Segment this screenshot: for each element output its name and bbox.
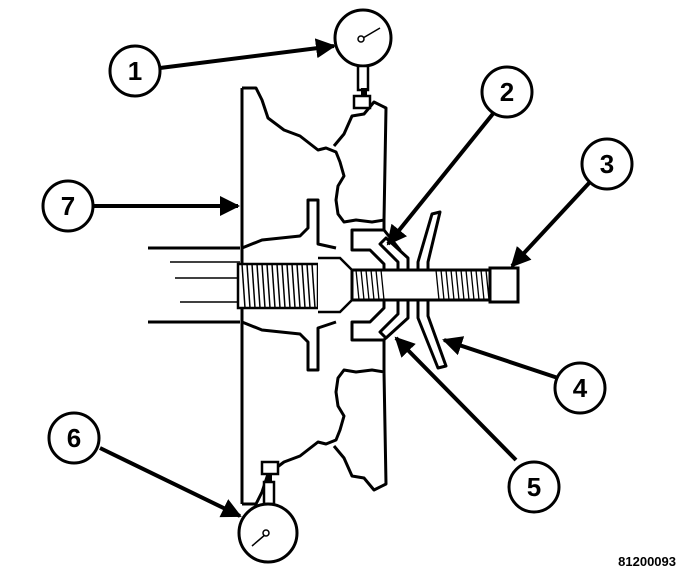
hub-thread-line	[281, 263, 286, 309]
hub-thread-line	[241, 263, 246, 309]
bolt-thread-line	[465, 269, 470, 301]
bolt-thread-line	[365, 269, 370, 301]
callout-6: 6	[47, 411, 101, 465]
hub-thread-line	[311, 263, 316, 309]
bolt-thread-line	[460, 269, 465, 301]
hub-thread-line	[266, 263, 271, 309]
bolt-threads	[355, 269, 490, 301]
callout-1: 1	[108, 44, 162, 98]
callout-5: 5	[507, 460, 561, 514]
bolt-thread-line	[450, 269, 455, 301]
bolt-thread-line	[485, 269, 490, 301]
hub-thread-line	[276, 263, 281, 309]
callout-4-label: 4	[573, 373, 588, 403]
hub-flange	[241, 198, 337, 372]
leader-1	[159, 38, 336, 70]
hub-thread-line	[286, 263, 291, 309]
bolt-thread-line	[370, 269, 375, 301]
leader-4	[442, 336, 559, 380]
leader-3	[510, 180, 592, 268]
hub-thread-line	[251, 263, 256, 309]
hub-thread-line	[296, 263, 301, 309]
bolt-thread-line	[470, 269, 475, 301]
callout-1-label: 1	[128, 56, 142, 86]
callout-7-label: 7	[61, 191, 75, 221]
bolt-thread-line	[455, 269, 460, 301]
hub-threads	[236, 256, 354, 314]
leader-6	[99, 446, 242, 518]
callout-4: 4	[553, 361, 607, 415]
callout-2: 2	[480, 65, 534, 119]
callout-2-label: 2	[500, 77, 514, 107]
bolt-thread-line	[375, 269, 380, 301]
callout-5-label: 5	[527, 472, 541, 502]
hub-thread-line	[246, 263, 251, 309]
dial-indicator-bottom	[237, 460, 299, 564]
callout-3-label: 3	[600, 149, 614, 179]
bolt-thread-line	[435, 269, 440, 301]
leader-5	[394, 336, 518, 462]
leader-lines	[94, 38, 592, 518]
bolt-thread-line	[380, 269, 385, 301]
hub-thread-line	[301, 263, 306, 309]
callout-6-label: 6	[67, 423, 81, 453]
bolt-thread-line	[445, 269, 450, 301]
bolt-thread-line	[360, 269, 365, 301]
dial-indicator-top	[333, 8, 393, 110]
bolt-thread-line	[475, 269, 480, 301]
callout-3: 3	[580, 137, 634, 191]
bolt-thread-line	[440, 269, 445, 301]
callout-7: 7	[41, 179, 95, 233]
axle-shaft	[148, 246, 240, 324]
figure-id: 81200093	[618, 554, 676, 569]
bolt-thread-line	[480, 269, 485, 301]
leader-2	[386, 108, 498, 246]
hub-thread-line	[261, 263, 266, 309]
hub-thread-line	[271, 263, 276, 309]
hub-thread-line	[291, 263, 296, 309]
bolt-thread-line	[355, 269, 360, 301]
threaded-bolt	[350, 266, 520, 304]
hub-thread-line	[256, 263, 261, 309]
hub-thread-line	[306, 263, 311, 309]
